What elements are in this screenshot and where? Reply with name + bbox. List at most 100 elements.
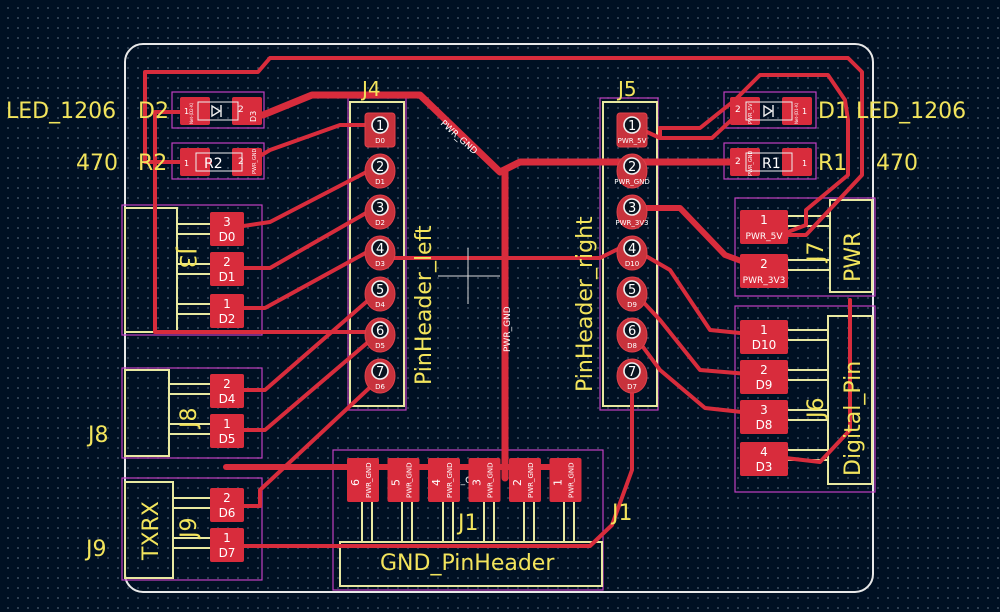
j6-pad-net: D3 [756,460,773,474]
r2-pad-ref: R2 [204,156,223,172]
j4-pin-net: D0 [375,137,385,145]
j8-courtyard [121,367,263,459]
j9-connector[interactable]: 2D6 1D7 [210,488,244,562]
j9-value-label: TXRX [139,501,164,561]
j4-pin-number: 2 [376,160,384,175]
j6-pad-number: 2 [760,363,768,377]
r1-pad-net: PWR_GND [748,150,754,176]
track-label-pwr-gnd-j1: PWR_GND [440,476,486,486]
j3-ref-label: J3 [174,246,199,269]
j4-pin-net: D5 [375,342,385,350]
j9-pad-2[interactable]: 2D6 [210,488,244,522]
j5-pin-net: D9 [627,301,637,309]
j4-pin-3[interactable]: 3D2 [364,194,396,230]
d2-led[interactable]: 1 2 D3 Net-(D2-K) [180,97,262,125]
j9-pad-number: 1 [223,531,231,545]
j4-pin-net: D3 [375,260,385,268]
j6-pad-2[interactable]: 2D9 [740,360,788,394]
d2-pin1-label: 1 [184,107,189,116]
j4-pin-4[interactable]: 4D3 [364,235,396,271]
j5-pin-net: D10 [625,260,639,268]
j6-pad-net: D8 [756,418,773,432]
j4-pin-number: 5 [376,283,384,298]
d1-led[interactable]: 2 1 PWR_5V Net-(D1-K) [730,97,812,125]
j9-pad-net: D6 [219,506,236,520]
j5-pin-number: 6 [628,324,636,339]
j8-pad-2[interactable]: 2D4 [210,374,244,408]
r2-resistor[interactable]: 1 2 R2 PWR_GND [180,148,262,176]
track-label-pwr-gnd-vert: PWR_GND [503,306,513,352]
j8-connector[interactable]: 2D4 1D5 [210,374,244,448]
j4-pin-number: 7 [376,365,384,380]
j5-pin-net: D8 [627,342,637,350]
j1-pad-net: PWR_GND [568,462,576,498]
j4-pin-7[interactable]: 7D6 [364,358,396,394]
j4-pin-net: D1 [375,178,385,186]
j5-value-label: PinHeader_right [573,216,598,392]
j7-ref-label: J7 [804,242,829,265]
j7-pad-number: 2 [760,257,768,271]
j8-pad-1[interactable]: 1D5 [210,414,244,448]
j6-pad-3[interactable]: 3D8 [740,400,788,434]
d1-pin1-label: 1 [802,107,807,116]
j3-connector[interactable]: 3D0 2D1 1D2 [210,212,244,328]
j3-pad-net: D0 [219,230,236,244]
j1-pad-number: 3 [471,479,484,486]
j3-pad-1[interactable]: 1D2 [210,294,244,328]
j1-ref-label: J1 [456,511,479,536]
j4-value-label: PinHeader_left [412,225,437,385]
j4-pin-6[interactable]: 6D5 [364,317,396,353]
j9-pad-number: 2 [223,491,231,505]
j7-pad-number: 1 [760,213,768,227]
j4-pin-1[interactable]: 1D0 [364,112,396,148]
j5-pin-number: 4 [628,242,636,257]
j5-pin-6[interactable]: 6D8 [616,317,648,353]
r1-resistor[interactable]: 2 R1 1 PWR_GND [730,148,812,176]
j9-pad-1[interactable]: 1D7 [210,528,244,562]
j3-pad-2[interactable]: 2D1 [210,252,244,286]
j6-pad-4[interactable]: 4D3 [740,442,788,476]
j5-pin-net: PWR_GND [614,178,650,186]
j7-courtyard [734,197,876,297]
j3-pad-net: D1 [219,270,236,284]
j8-pad-number: 1 [223,417,231,431]
j3-pad-3[interactable]: 3D0 [210,212,244,246]
j8-pad-number: 2 [223,377,231,391]
j7-value-label: PWR [841,232,866,282]
j5-pin-net: PWR_5V [618,137,647,145]
j5-ref-label: J5 [616,77,637,101]
origin-crosshair [438,248,500,304]
j5-pin-5[interactable]: 5D9 [616,276,648,312]
j5-pin-7[interactable]: 7D7 [616,358,648,394]
j3-pad-number: 1 [223,297,231,311]
r2-ref-label: R2 [138,151,167,176]
j6-pad-net: D10 [752,338,777,352]
j4-pin-2[interactable]: 2D1 [364,153,396,189]
r1-pin1-label: 1 [802,159,807,168]
j1-courtyard [332,449,604,591]
j4-pin-5[interactable]: 5D4 [364,276,396,312]
d1-pad-net2: Net-(D1-K) [794,102,799,124]
j5-pin-number: 3 [628,201,636,216]
j3-pad-net: D2 [219,312,236,326]
